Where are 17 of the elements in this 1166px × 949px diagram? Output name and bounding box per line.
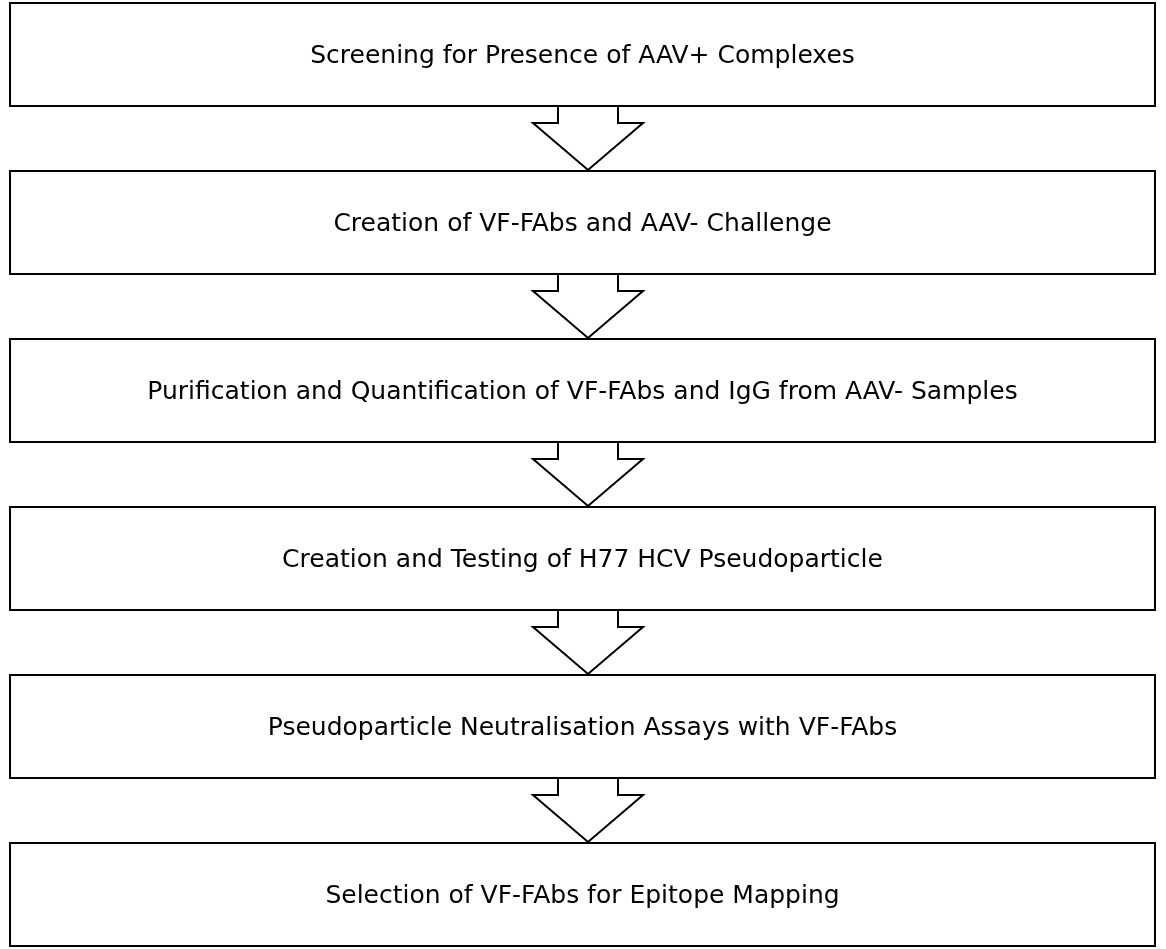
step-text: Creation of VF-FAbs and AAV- Challenge (333, 208, 832, 237)
block-arrow (530, 442, 646, 508)
block-arrow (530, 274, 646, 340)
process-box (9, 674, 1156, 779)
step-text: Purification and Quantification of VF-FAbs and IgG from AAV- Samples (147, 376, 1018, 405)
block-arrow (530, 610, 646, 676)
block-arrow (530, 106, 646, 172)
step-text: Creation and Testing of H77 HCV Pseudoparticle (282, 544, 883, 573)
step-text: Screening for Presence of AAV+ Complexes (310, 40, 855, 69)
step-text: Selection of VF-FAbs for Epitope Mapping (325, 880, 840, 909)
process-box (9, 506, 1156, 611)
process-box (9, 170, 1156, 275)
process-box (9, 338, 1156, 443)
block-arrow (530, 778, 646, 844)
process-box (9, 842, 1156, 947)
process-box (9, 2, 1156, 107)
step-text: Pseudoparticle Neutralisation Assays with VF-FAbs (267, 712, 898, 741)
